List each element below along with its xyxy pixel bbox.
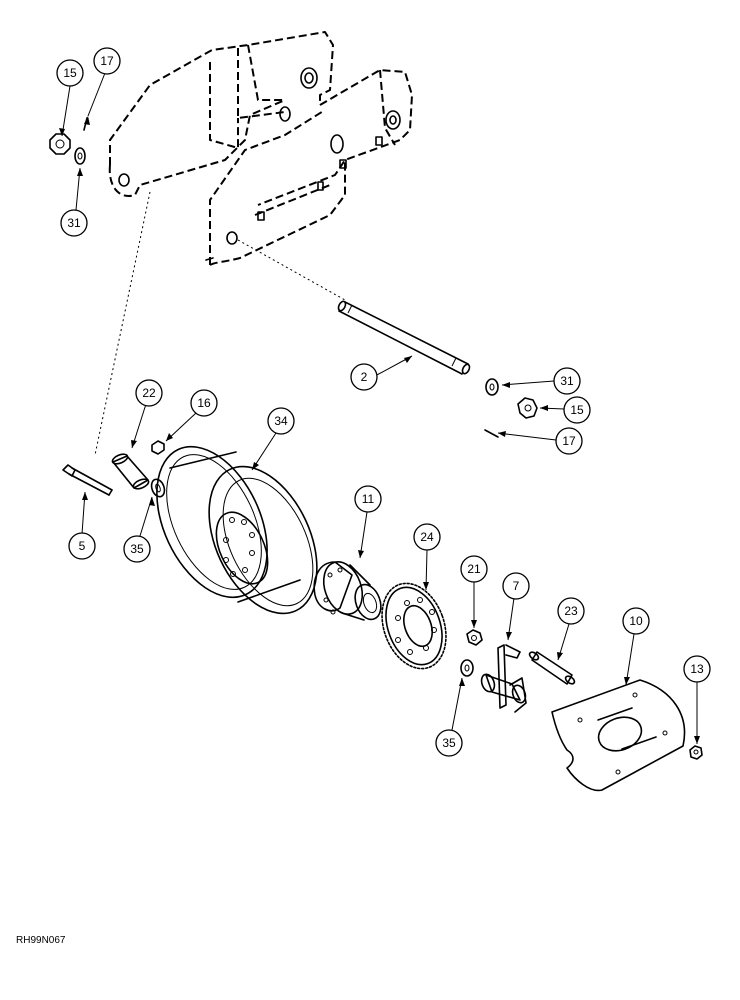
nut-13 [689, 745, 703, 760]
svg-text:24: 24 [420, 530, 434, 544]
svg-text:34: 34 [274, 414, 288, 428]
callout-5: 5 [68, 532, 96, 560]
callout-31-upper: 31 [60, 209, 88, 237]
callout-24: 24 [413, 523, 441, 551]
svg-text:31: 31 [560, 374, 574, 388]
bracket [480, 644, 527, 713]
callout-15-upper: 15 [56, 59, 84, 87]
axle-shaft [337, 300, 471, 375]
callout-11: 11 [354, 485, 382, 513]
callout-2: 2 [350, 363, 378, 391]
leader-lines [59, 72, 700, 744]
svg-text:23: 23 [564, 604, 578, 618]
callout-35-right: 35 [435, 729, 463, 757]
hardware-right [484, 378, 538, 438]
pin [528, 651, 576, 685]
svg-text:13: 13 [690, 662, 704, 676]
svg-text:11: 11 [362, 492, 375, 506]
callout-16: 16 [190, 389, 218, 417]
svg-text:21: 21 [467, 562, 481, 576]
svg-text:2: 2 [361, 370, 368, 384]
cover-plate [551, 679, 686, 792]
svg-text:15: 15 [63, 66, 77, 80]
svg-text:15: 15 [570, 403, 584, 417]
callout-13: 13 [683, 655, 711, 683]
svg-text:16: 16 [197, 396, 211, 410]
callout-34: 34 [267, 407, 295, 435]
svg-text:10: 10 [629, 614, 643, 628]
svg-text:17: 17 [562, 434, 576, 448]
callout-10: 10 [622, 607, 650, 635]
callout-21: 21 [460, 555, 488, 583]
hardware-upper-left [49, 117, 88, 165]
svg-text:5: 5 [79, 539, 86, 553]
svg-text:35: 35 [442, 736, 456, 750]
callout-23: 23 [557, 597, 585, 625]
frame-bracket [108, 31, 413, 266]
callout-7: 7 [502, 572, 530, 600]
svg-text:22: 22 [142, 386, 156, 400]
assembly-lines [94, 191, 346, 456]
svg-text:31: 31 [67, 216, 81, 230]
sprocket [381, 582, 447, 670]
callout-35-left: 35 [123, 535, 151, 563]
wheel-hub [313, 561, 382, 621]
nut-and-washer [460, 629, 483, 677]
drawing-code-label: RH99N067 [16, 935, 66, 946]
callout-15-lower: 15 [563, 396, 591, 424]
callout-17-lower: 17 [555, 427, 583, 455]
callout-31-lower: 31 [553, 367, 581, 395]
bushing-and-bolt [62, 440, 166, 498]
svg-text:7: 7 [513, 579, 520, 593]
wheel-rim [156, 445, 318, 615]
svg-text:35: 35 [130, 542, 144, 556]
callout-17-upper: 17 [93, 47, 121, 75]
svg-text:17: 17 [100, 54, 114, 68]
callout-22: 22 [135, 379, 163, 407]
